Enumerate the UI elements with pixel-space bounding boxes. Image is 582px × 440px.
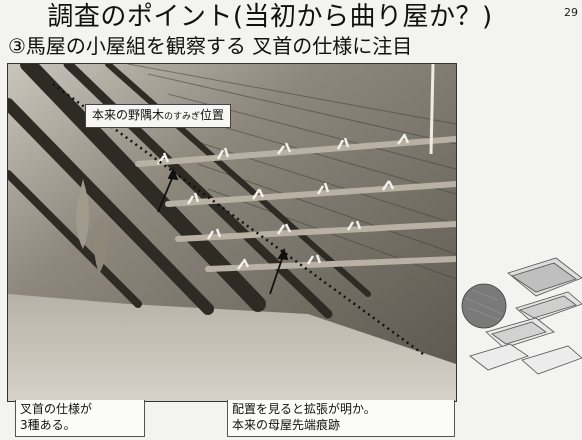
slide-subtitle: ③馬屋の小屋組を観察する 叉首の仕様に注目 — [8, 34, 413, 58]
callout-ruby-text: のすみぎ — [164, 112, 201, 122]
slide-title: 調査のポイント(当初から曲り屋か？) — [47, 2, 493, 32]
caption-right-line-2: 本来の母屋先端痕跡 — [232, 418, 341, 432]
caption-left-line-1: 叉首の仕様が — [20, 402, 93, 416]
caption-right-line-1: 配置を見ると拡張が明か。 — [232, 402, 376, 416]
original-hip-rafter-callout: 本来の野隅木のすみぎ位置 — [85, 104, 232, 128]
caption-row: 叉首の仕様が 3種ある。 配置を見ると拡張が明か。 本来の母屋先端痕跡 — [7, 400, 455, 440]
roof-photo-illustration — [8, 64, 456, 401]
roof-structure-diagram — [456, 248, 582, 398]
caption-left-line-2: 3種ある。 — [20, 418, 76, 432]
caption-extension: 配置を見ると拡張が明か。 本来の母屋先端痕跡 — [227, 400, 455, 437]
caption-sasu-types: 叉首の仕様が 3種ある。 — [15, 400, 145, 437]
page-number: 29 — [564, 6, 578, 19]
callout-tail-text: 位置 — [200, 108, 225, 122]
roof-structure-photo: 本来の野隅木のすみぎ位置 — [7, 63, 457, 402]
isometric-diagram — [461, 257, 582, 375]
callout-main-text: 本来の野隅木 — [92, 108, 165, 122]
